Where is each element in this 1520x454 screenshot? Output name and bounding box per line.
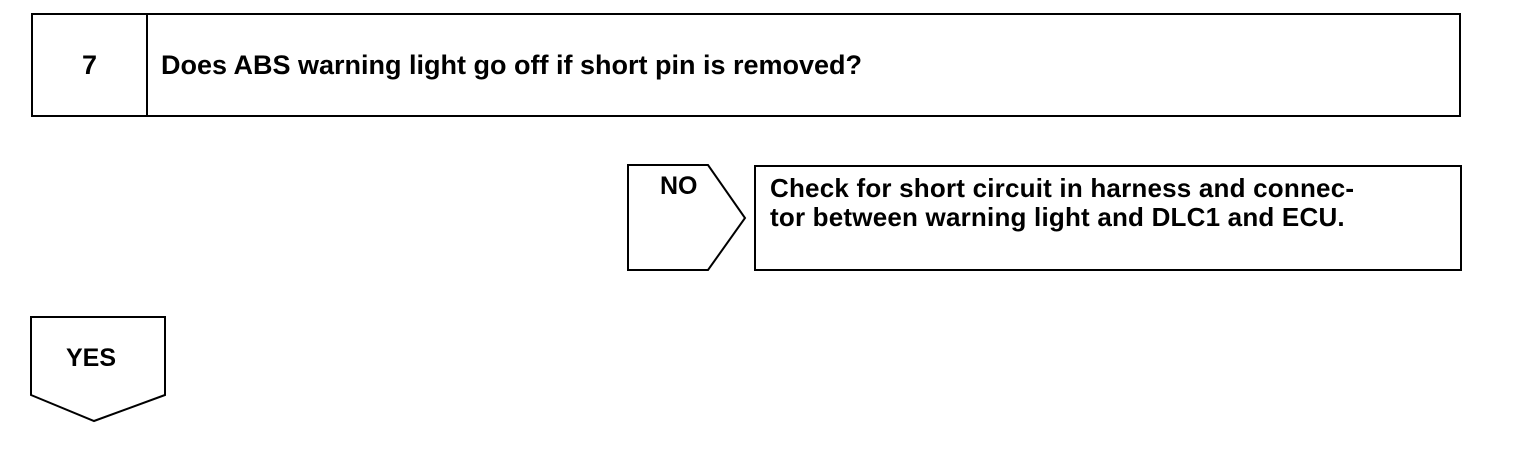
no-branch-label: NO: [660, 172, 698, 200]
no-arrow-shape: [627, 164, 747, 271]
step-box: 7 Does ABS warning light go off if short…: [31, 13, 1461, 117]
step-divider: [146, 15, 148, 115]
no-result-box: Check for short circuit in harness and c…: [754, 165, 1462, 271]
step-number: 7: [81, 49, 98, 80]
no-result-line-2: tor between warning light and DLC1 and E…: [770, 202, 1345, 232]
yes-branch-label: YES: [66, 344, 117, 372]
step-question: Does ABS warning light go off if short p…: [161, 49, 863, 80]
no-result-line-1: Check for short circuit in harness and c…: [770, 173, 1355, 203]
yes-arrow-shape: [30, 316, 166, 423]
